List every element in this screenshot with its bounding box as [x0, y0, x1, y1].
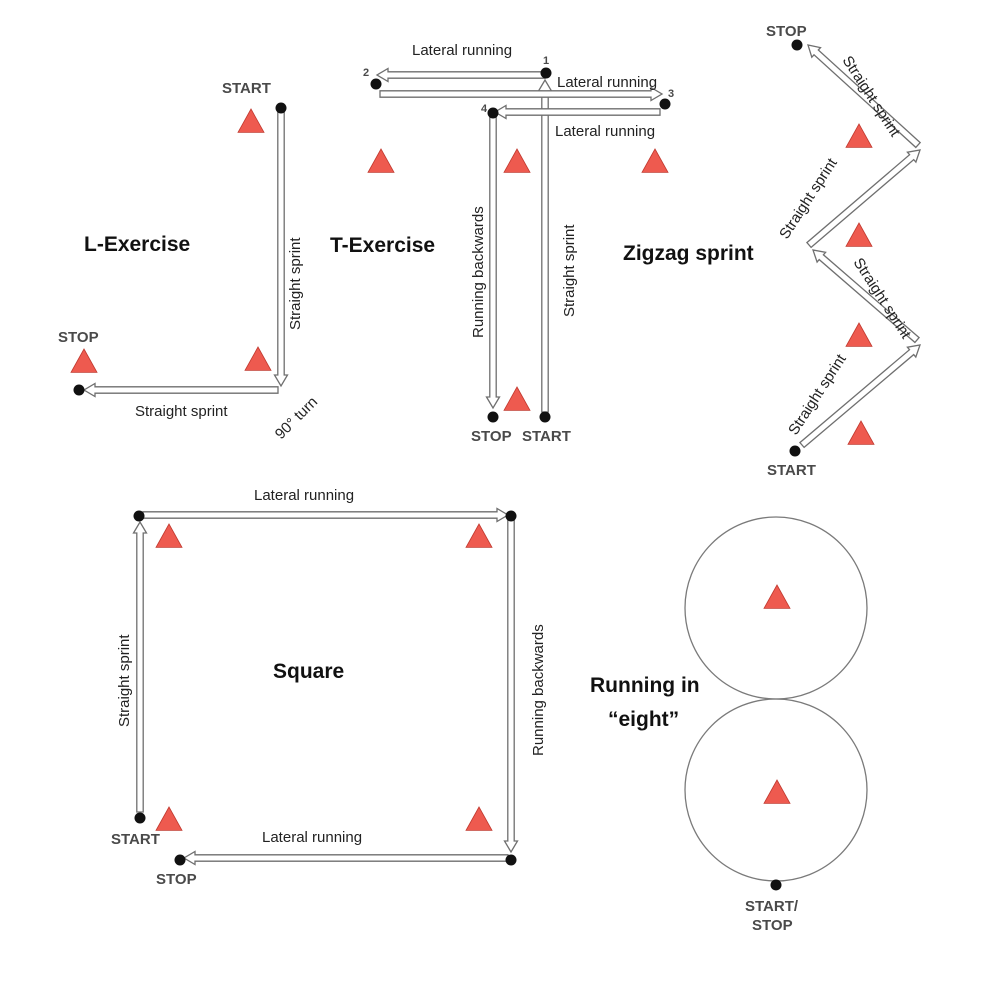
t-arrow-down	[485, 114, 501, 410]
zigzag-arrow-4	[807, 44, 922, 149]
arrows-layer	[82, 44, 922, 866]
l-start-label: START	[222, 80, 271, 97]
l-cone-top	[237, 108, 265, 133]
square-arrow-up	[132, 520, 148, 813]
l-cone-stop	[70, 348, 98, 373]
t-forward-label: Straight sprint	[561, 224, 578, 317]
square-bottom-label: Lateral running	[262, 829, 362, 846]
square-right-label: Running backwards	[530, 624, 547, 756]
eight-start-label-line1: START/	[745, 898, 799, 915]
square-cone-top-right	[465, 523, 493, 548]
zigzag-stop-point	[791, 39, 803, 51]
l-arrow-down	[273, 109, 289, 388]
zigzag-cone-3	[845, 322, 873, 347]
t-stop-label: STOP	[471, 428, 512, 445]
circles-layer	[684, 516, 868, 882]
square-start-label: START	[111, 831, 160, 848]
t-start-label: START	[522, 428, 571, 445]
eight-cone-top	[763, 584, 791, 609]
square-arrow-left	[182, 850, 509, 866]
cones-layer	[70, 108, 875, 831]
t-exercise-title: T-Exercise	[330, 234, 435, 257]
zigzag-segment-label-1: Straight sprint	[785, 351, 850, 439]
t-cone-right	[641, 148, 669, 173]
l-exercise-title: L-Exercise	[84, 233, 190, 256]
l-sprint-vertical-label: Straight sprint	[287, 237, 304, 330]
square-arrow-down	[503, 517, 519, 854]
l-turn-label: 90° turn	[272, 394, 321, 443]
t-lateral-label-3: Lateral running	[555, 123, 655, 140]
t-cone-center	[503, 148, 531, 173]
square-arrow-right	[142, 507, 510, 523]
square-tl-point	[133, 510, 145, 522]
t-point-2-label: 2	[363, 67, 369, 79]
zigzag-stop-label: STOP	[766, 23, 807, 40]
zigzag-segment-label-4: Straight sprint	[839, 53, 904, 141]
zigzag-title: Zigzag sprint	[623, 242, 754, 265]
eight-start-label-line2: STOP	[752, 917, 793, 934]
t-point-4-label: 4	[481, 103, 488, 115]
zigzag-cone-4	[847, 420, 875, 445]
square-title: Square	[273, 660, 344, 683]
eight-start-point	[770, 879, 782, 891]
eight-title-line1: Running in	[590, 674, 700, 697]
t-start-point	[539, 411, 551, 423]
eight-title-line2: “eight”	[608, 708, 679, 731]
l-sprint-horizontal-label: Straight sprint	[135, 403, 228, 420]
t-point-2	[370, 78, 382, 90]
t-point-1-label: 1	[543, 55, 549, 67]
l-stop-label: STOP	[58, 329, 99, 346]
eight-cone-bottom	[763, 779, 791, 804]
zigzag-arrow-1	[798, 344, 921, 449]
t-point-3	[659, 98, 671, 110]
zigzag-cone-1	[845, 123, 873, 148]
square-bl-point	[174, 854, 186, 866]
l-start-point	[275, 102, 287, 114]
dots-layer	[73, 39, 803, 891]
square-top-label: Lateral running	[254, 487, 354, 504]
t-stop-point	[487, 411, 499, 423]
t-arrow-to-2	[375, 67, 546, 83]
zigzag-arrow-3	[805, 149, 921, 249]
square-stop-label: STOP	[156, 871, 197, 888]
t-backward-label: Running backwards	[470, 206, 487, 338]
t-arrow-up	[537, 78, 553, 413]
l-arrow-left	[82, 382, 279, 398]
zigzag-arrow-2	[812, 249, 921, 344]
square-br-point	[505, 854, 517, 866]
square-start-point	[134, 812, 146, 824]
square-cone-bottom-left	[155, 806, 183, 831]
t-point-3-label: 3	[668, 88, 674, 100]
t-point-1	[540, 67, 552, 79]
t-cone-left	[367, 148, 395, 173]
zigzag-start-label: START	[767, 462, 816, 479]
t-arrow-to-3	[379, 86, 664, 102]
t-lateral-label-1: Lateral running	[412, 42, 512, 59]
zigzag-start-point	[789, 445, 801, 457]
square-cone-top-left	[155, 523, 183, 548]
t-cone-bottom	[503, 386, 531, 411]
l-cone-bottom	[244, 346, 272, 371]
t-arrow-to-4	[493, 104, 661, 120]
square-left-label: Straight sprint	[116, 634, 133, 727]
t-lateral-label-2: Lateral running	[557, 74, 657, 91]
t-point-4	[487, 107, 499, 119]
l-stop-point	[73, 384, 85, 396]
square-cone-bottom-right	[465, 806, 493, 831]
zigzag-cone-2	[845, 222, 873, 247]
square-tr-point	[505, 510, 517, 522]
